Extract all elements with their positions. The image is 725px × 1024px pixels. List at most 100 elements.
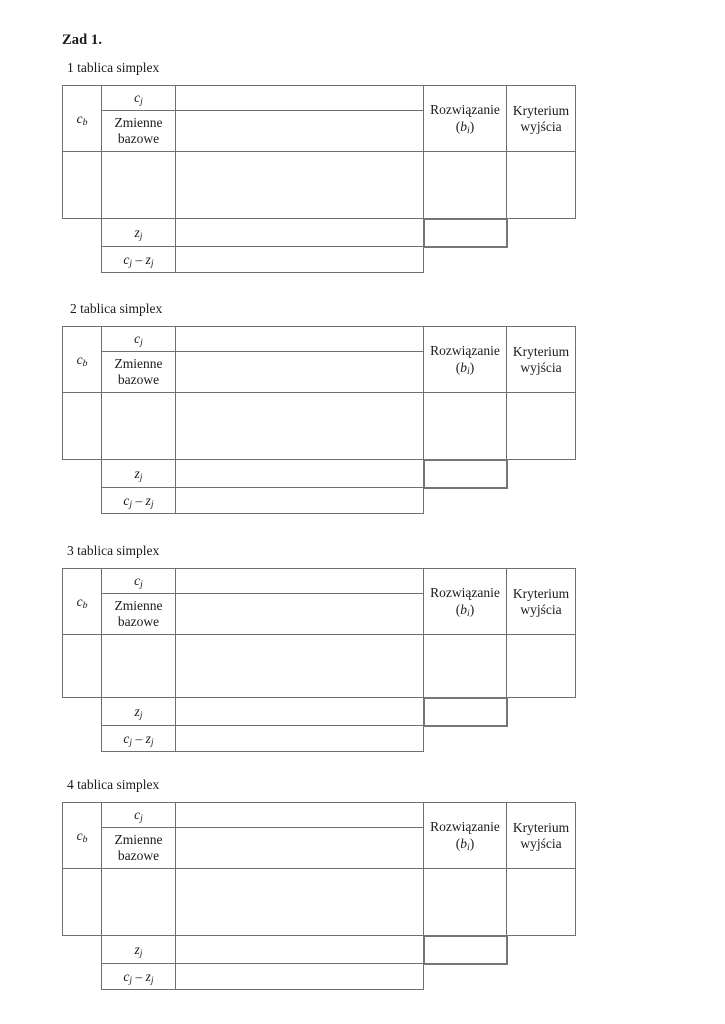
label-zj: zj — [134, 465, 143, 483]
cell-cj-minus-zj-values[interactable] — [175, 246, 424, 273]
cell-basic-variables-body[interactable] — [101, 151, 176, 219]
cell-cb-body[interactable] — [62, 392, 102, 460]
cell-cj-values[interactable] — [175, 85, 424, 111]
table-caption-1: 1 tablica simplex — [67, 60, 160, 75]
cell-spacer-zj — [62, 218, 102, 247]
cell-cj-minus-zj-label: cj – zj — [101, 487, 176, 514]
cell-spacer-cjzj-sol — [423, 246, 507, 273]
cell-solution-body[interactable] — [423, 634, 507, 698]
cell-coefficients-body[interactable] — [175, 392, 424, 460]
cell-cj-values[interactable] — [175, 802, 424, 828]
cell-zj-values[interactable] — [175, 935, 424, 964]
cell-cb-body[interactable] — [62, 868, 102, 936]
cell-spacer-cjzj-right — [506, 725, 576, 752]
cell-basic-variables-header: Zmienne bazowe — [101, 351, 176, 393]
cell-exit-criterion-body[interactable] — [506, 392, 576, 460]
table-row-header-basic: Zmienne bazowe — [63, 110, 576, 152]
label-cj-minus-zj: cj – zj — [123, 492, 154, 510]
cell-exit-criterion-header: Kryterium wyjścia — [506, 85, 576, 152]
table-row-body — [62, 868, 576, 936]
cell-solution-body[interactable] — [423, 868, 507, 936]
cell-cj-minus-zj-values[interactable] — [175, 725, 424, 752]
cell-basic-variables-body[interactable] — [101, 868, 176, 936]
label-cj: cj — [134, 807, 143, 825]
table-row-header-cj: cb cj Rozwiązanie (bi) Kryteri — [62, 85, 576, 152]
cell-solution-body[interactable] — [423, 151, 507, 219]
simplex-table-1: cb cj Rozwiązanie (bi) Kryteri — [62, 85, 576, 273]
cell-zj-solution-highlight[interactable] — [422, 458, 508, 489]
cell-cj-minus-zj-values[interactable] — [175, 487, 424, 514]
cell-cj-header: cj — [101, 568, 176, 594]
table-caption-3: 3 tablica simplex — [67, 543, 160, 558]
table-row-cj-minus-zj: cj – zj — [62, 487, 576, 514]
cell-cj-values[interactable] — [175, 568, 424, 594]
cell-cb-body[interactable] — [62, 151, 102, 219]
simplex-table-4: cb cj Rozwiązanie (bi) Kryteri — [62, 802, 576, 990]
cell-basic-variables-header: Zmienne bazowe — [101, 110, 176, 152]
cell-spacer-zj — [62, 697, 102, 726]
cell-basic-variables-body[interactable] — [101, 634, 176, 698]
cell-basic-variables-header: Zmienne bazowe — [101, 593, 176, 635]
cell-zj-solution-highlight[interactable] — [422, 696, 508, 727]
cell-cj-values[interactable] — [175, 326, 424, 352]
cell-zj-solution-highlight[interactable] — [422, 217, 508, 248]
cell-spacer-cjzj-right — [506, 487, 576, 514]
cell-spacer-cjzj-right — [506, 963, 576, 990]
cell-basic-variables-body[interactable] — [101, 392, 176, 460]
label-basic-variables: Zmienne bazowe — [114, 598, 163, 629]
label-zj: zj — [134, 941, 143, 959]
table-row-header-cj: cb cj Rozwiązanie (bi) Kryteri — [62, 802, 576, 869]
label-cb: cb — [76, 593, 88, 611]
cell-exit-criterion-body[interactable] — [506, 634, 576, 698]
cell-cj-header: cj — [101, 802, 176, 828]
cell-coefficients-body[interactable] — [175, 151, 424, 219]
simplex-table-4-block: cb cj Rozwiązanie (bi) Kryteri — [62, 802, 576, 990]
table-row-body — [62, 634, 576, 698]
simplex-table-1-block: cb cj Rozwiązanie (bi) Kryteri — [62, 85, 576, 273]
cell-cb-body[interactable] — [62, 634, 102, 698]
label-cj: cj — [134, 90, 143, 108]
cell-cj-minus-zj-label: cj – zj — [101, 725, 176, 752]
cell-cb-header: cb — [62, 85, 102, 152]
simplex-table-2-block: cb cj Rozwiązanie (bi) Kryteri — [62, 326, 576, 514]
label-cb: cb — [76, 827, 88, 845]
cell-variable-names[interactable] — [175, 110, 424, 152]
cell-zj-values[interactable] — [175, 459, 424, 488]
cell-solution-body[interactable] — [423, 392, 507, 460]
simplex-table-3: cb cj Rozwiązanie (bi) Kryteri — [62, 568, 576, 752]
cell-exit-criterion-header: Kryterium wyjścia — [506, 802, 576, 869]
label-cj: cj — [134, 331, 143, 349]
simplex-table-3-block: cb cj Rozwiązanie (bi) Kryteri — [62, 568, 576, 752]
cell-solution-header: Rozwiązanie (bi) — [423, 802, 507, 869]
cell-solution-header: Rozwiązanie (bi) — [423, 85, 507, 152]
cell-zj-values[interactable] — [175, 697, 424, 726]
cell-solution-header: Rozwiązanie (bi) — [423, 326, 507, 393]
label-zj: zj — [134, 703, 143, 721]
cell-spacer-cjzj — [62, 725, 102, 752]
cell-exit-criterion-header: Kryterium wyjścia — [506, 326, 576, 393]
cell-spacer-zj-right — [506, 218, 576, 247]
cell-cb-header: cb — [62, 568, 102, 635]
cell-variable-names[interactable] — [175, 827, 424, 869]
cell-exit-criterion-body[interactable] — [506, 868, 576, 936]
cell-cb-header: cb — [62, 326, 102, 393]
cell-basic-variables-header: Zmienne bazowe — [101, 827, 176, 869]
cell-exit-criterion-header: Kryterium wyjścia — [506, 568, 576, 635]
cell-variable-names[interactable] — [175, 351, 424, 393]
cell-spacer-cjzj — [62, 963, 102, 990]
cell-zj-values[interactable] — [175, 218, 424, 247]
table-row-zj: zj — [62, 934, 576, 965]
cell-coefficients-body[interactable] — [175, 634, 424, 698]
cell-exit-criterion-body[interactable] — [506, 151, 576, 219]
table-row-cj-minus-zj: cj – zj — [62, 725, 576, 752]
cell-cj-minus-zj-values[interactable] — [175, 963, 424, 990]
label-exit-criterion: Kryterium wyjścia — [512, 585, 570, 617]
table-row-zj: zj — [62, 458, 576, 489]
cell-zj-solution-highlight[interactable] — [422, 934, 508, 965]
cell-zj-label: zj — [101, 459, 176, 488]
cell-coefficients-body[interactable] — [175, 868, 424, 936]
cell-zj-label: zj — [101, 697, 176, 726]
cell-spacer-zj-right — [506, 935, 576, 964]
cell-variable-names[interactable] — [175, 593, 424, 635]
